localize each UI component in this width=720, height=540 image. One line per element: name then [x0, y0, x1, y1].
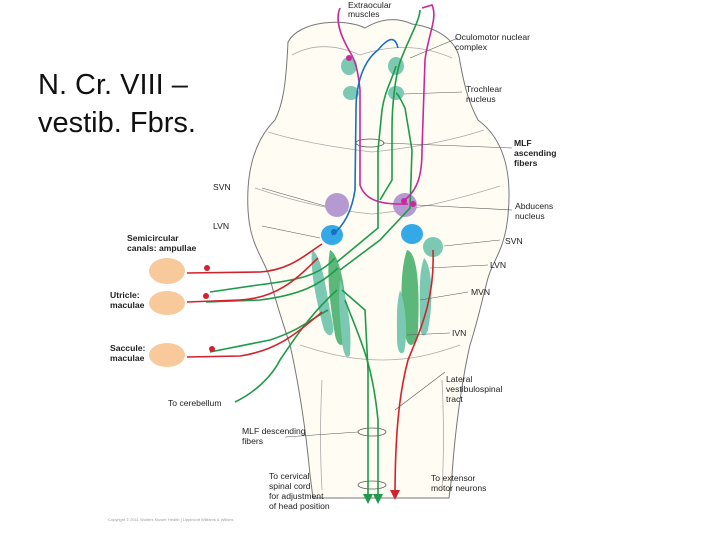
- label-mvn: MVN: [471, 287, 490, 297]
- svn-nucleus-right: [401, 224, 423, 244]
- red-dots: [203, 265, 400, 500]
- lvn-nucleus-right: [423, 237, 443, 257]
- saccule-organ: [149, 343, 185, 367]
- brainstem-outline: [247, 19, 510, 499]
- ivn-nucleus-left: [339, 280, 351, 357]
- label-svn-right: SVN: [505, 236, 523, 246]
- magenta-dots: [346, 55, 416, 207]
- label-ivn: IVN: [452, 328, 466, 338]
- copyright-text: Copyright © 2011 Wolters Kluwer Health |…: [108, 517, 233, 522]
- green-fibers: [205, 9, 421, 500]
- lvn-nucleus-right-column: [419, 258, 432, 336]
- pons-contour: [267, 129, 485, 153]
- oculomotor-nucleus-left: [341, 57, 357, 75]
- midbrain-contour: [291, 46, 453, 59]
- leader-lines: [261, 37, 513, 438]
- cord-ellipse: [357, 480, 387, 490]
- cord-right-edge: [441, 379, 444, 491]
- label-cerebellum: To cerebellum: [168, 398, 222, 408]
- blue-fiber: [331, 38, 399, 236]
- abducens-nucleus-left: [325, 193, 349, 217]
- green-arrowheads: [363, 494, 383, 504]
- pons-lower-contour: [254, 185, 501, 215]
- utricle-organ: [149, 291, 185, 315]
- label-saccule: Saccule:maculae: [110, 343, 145, 363]
- label-utricle: Utricle:maculae: [110, 290, 145, 310]
- label-svn-left: SVN: [213, 182, 231, 192]
- label-lvn-right: LVN: [490, 260, 506, 270]
- cord-left-edge: [320, 379, 323, 491]
- label-lvn-left: LVN: [213, 221, 229, 231]
- red-fibers: [186, 243, 434, 498]
- ivn-nucleus-right: [396, 290, 407, 354]
- trochlear-nucleus-left: [343, 86, 359, 100]
- semicircular-organ: [149, 258, 185, 284]
- slide-title: N. Cr. VIII – vestib. Fbrs.: [38, 69, 196, 139]
- blue-dot: [331, 229, 337, 235]
- medulla-contour: [299, 344, 461, 361]
- magenta-fibers: [337, 4, 435, 205]
